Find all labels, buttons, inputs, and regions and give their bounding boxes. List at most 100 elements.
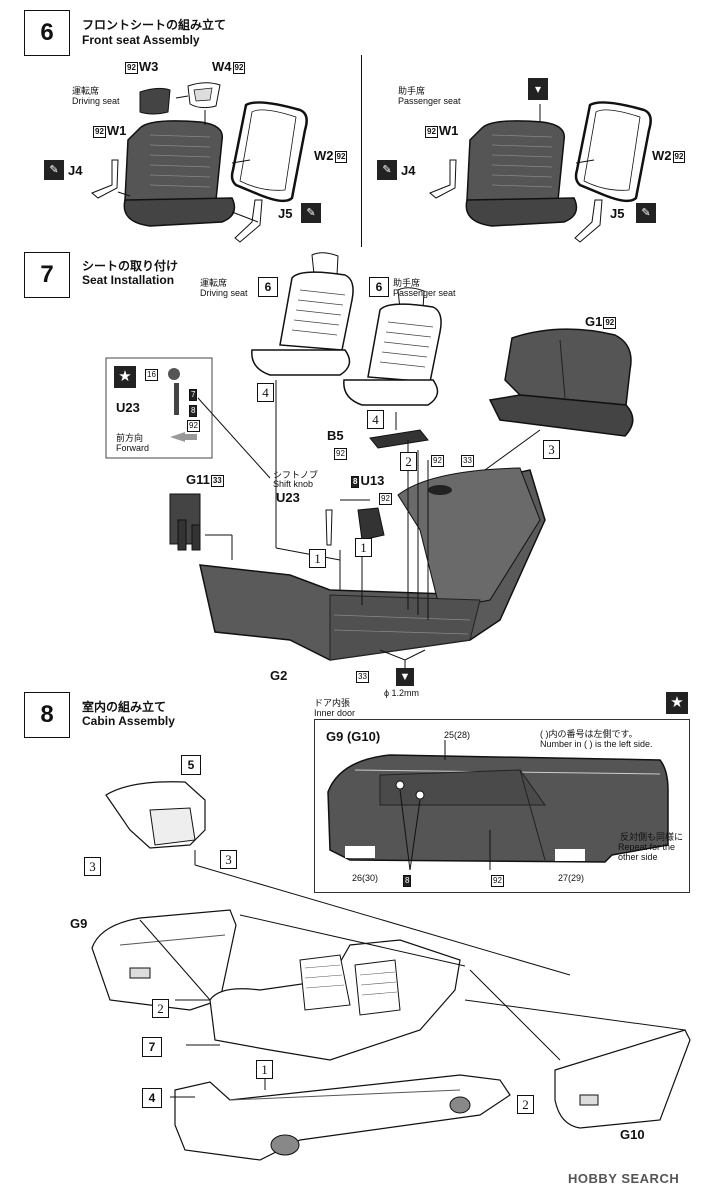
inset-repeat-en: Repeat for the other side (618, 842, 676, 862)
glue-icon-j4: ✎ (44, 160, 64, 180)
driving-seat-jp: 運転席 (72, 86, 100, 96)
b5-label: B5 (327, 428, 344, 443)
glue-icon-j5: ✎ (301, 203, 321, 223)
step-6-title-jp: フロントシートの組み立て (82, 18, 227, 32)
inset-92: 92 (187, 419, 200, 432)
g10-label: G10 (620, 1127, 645, 1142)
watermark: HOBBY SEARCH (568, 1171, 680, 1186)
shift-knob-jp: シフトノブ (273, 470, 319, 480)
order-3-left: 3 (84, 857, 101, 876)
step7-passenger-en: Passenger seat (393, 288, 456, 298)
step-6-divider (361, 55, 362, 247)
cabin-tub (209, 939, 461, 1061)
driving-seat-drawing (91, 82, 308, 243)
inset-num-92: 92 (491, 874, 504, 887)
knob-stem-icon (174, 383, 179, 415)
driving-seat-en: Driving seat (72, 96, 120, 106)
ref-step-7: 7 (142, 1037, 162, 1057)
code-33-bottom: 33 (356, 670, 369, 683)
chassis (174, 1074, 511, 1161)
order-1-a: 1 (309, 549, 326, 568)
g9-label: G9 (70, 916, 88, 931)
forward-en: Forward (116, 443, 150, 453)
ref-step-4: 4 (142, 1088, 162, 1108)
star-icon-step8: ★ (666, 692, 688, 714)
inset-8: 8 (189, 404, 198, 417)
step7-driving-ref: 6 (258, 277, 278, 297)
inset-u23: U23 (116, 400, 140, 415)
step-8-title-en: Cabin Assembly (82, 714, 175, 728)
order-3-mid: 3 (220, 850, 237, 869)
drill-size: ϕ 1.2mm (384, 688, 420, 698)
side-panel-g10 (554, 1029, 691, 1129)
step-8-title-jp: 室内の組み立て (82, 700, 167, 714)
step-7-title-en: Seat Installation (82, 273, 175, 287)
glue-icon-j4-passenger: ✎ (377, 160, 397, 180)
order-4-passenger: 4 (367, 410, 384, 429)
pedals-g11 (169, 493, 233, 560)
inner-door-en: Inner door (314, 708, 356, 718)
inset-7: 7 (189, 388, 198, 401)
forward-jp: 前方向 (116, 433, 144, 443)
step7-driving-en: Driving seat (200, 288, 248, 298)
inset-num-br: 27(29) (558, 873, 585, 883)
inset-num-top: 25(28) (444, 730, 471, 740)
glue-icon-j5-passenger: ✎ (636, 203, 656, 223)
ref-step-5: 5 (181, 755, 201, 775)
cut-icon: ▾ (528, 78, 548, 100)
inner-door-panel (327, 740, 669, 871)
order-4-driving: 4 (257, 383, 274, 402)
code-33-floor: 33 (461, 454, 474, 467)
j4-label: J4 (68, 163, 83, 178)
order-2-right: 2 (517, 1095, 534, 1114)
passenger-seat-jp: 助手席 (398, 86, 426, 96)
drill-icon: ▼ (396, 668, 414, 686)
inset-repeat-jp: 反対側も同様に (620, 832, 684, 842)
shift-knob-u23: U23 (276, 490, 300, 505)
inset-16: 16 (145, 369, 158, 381)
step7-passenger-ref: 6 (369, 277, 389, 297)
order-3: 3 (543, 440, 560, 459)
j5-label-passenger: J5 (610, 206, 625, 221)
floor-g2 (199, 467, 546, 661)
rear-seat-g1 (429, 328, 634, 511)
inset-note-en: Number in ( ) is the left side. (540, 739, 653, 749)
j4-label-passenger: J4 (401, 163, 416, 178)
inset-title: G9 (G10) (326, 729, 381, 744)
inner-door-jp: ドア内張 (314, 698, 351, 708)
step7-passenger-jp: 助手席 (393, 278, 421, 288)
step-6-title-en: Front seat Assembly (82, 33, 200, 47)
step-7-number: 7 (24, 252, 70, 298)
code-92-floor: 92 (431, 454, 444, 467)
step7-driving-seat (251, 252, 354, 561)
dashboard-part (105, 781, 571, 976)
step-6-number: 6 (24, 10, 70, 56)
order-1: 1 (256, 1060, 273, 1079)
b5-code: 92 (334, 447, 347, 460)
knob-ball-icon (168, 368, 180, 380)
step-8-number: 8 (24, 692, 70, 738)
u13-code: 92 (379, 492, 392, 505)
step7-passenger-seat (343, 287, 442, 430)
step-7-title-jp: シートの取り付け (82, 259, 179, 273)
order-2-left: 2 (152, 999, 169, 1018)
inset-note-jp: ( )内の番号は左側です。 (540, 729, 638, 739)
star-icon: ★ (114, 366, 136, 388)
j5-label: J5 (278, 206, 293, 221)
step7-driving-jp: 運転席 (200, 278, 228, 288)
order-2: 2 (400, 452, 417, 471)
inset-num-8: 8 (403, 874, 412, 887)
shift-knob-en: Shift knob (273, 479, 314, 489)
g2-label: G2 (270, 668, 288, 683)
